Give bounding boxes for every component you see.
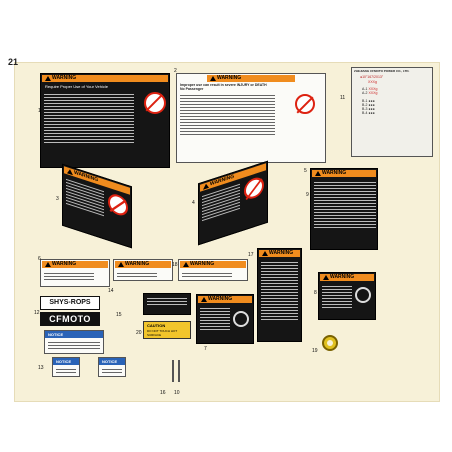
nut-hole-icon [327, 340, 333, 346]
decal-body-text [41, 90, 137, 147]
notice-body-text [99, 365, 125, 376]
id-plate-date: ●10"167/2013" [360, 75, 384, 79]
id-plate-row: B-3 ●●● [362, 107, 375, 111]
id-plate-row: A-2 XXXg [362, 91, 378, 95]
decal-warning-header: WARNING [115, 261, 171, 268]
decal-heading: Require Proper Use of Your Vehicle [45, 84, 108, 89]
decal-body-text [258, 258, 301, 324]
decal-body-text [319, 282, 355, 312]
callout-20: 20 [136, 330, 142, 336]
callout-17: 17 [248, 252, 254, 258]
callout-8: 8 [314, 290, 317, 296]
decal-caution-small: WARNING [40, 259, 110, 287]
id-plate-row: B-2 ●●● [362, 103, 375, 107]
notice-header: NOTICE [53, 358, 79, 365]
decal-warning-header: WARNING [207, 75, 295, 82]
decal-warning-header: WARNING [312, 170, 376, 177]
notice-body-text [45, 338, 103, 353]
no-passenger-icon [108, 191, 128, 219]
id-plate-maker: ZHEJIANG CFMOTO POWER CO., LTD. [354, 69, 410, 73]
decal-warning-header: WARNING [259, 250, 300, 257]
rivet-icon [172, 360, 174, 382]
callout-4: 4 [192, 200, 195, 206]
callout-12: 12 [34, 310, 40, 316]
id-plate-row: A-1 XXXg [362, 87, 378, 91]
no-passenger-icon [244, 174, 264, 202]
decal-body-text [144, 294, 190, 309]
callout-7: 7 [204, 346, 207, 352]
decal-passenger-care: WARNING [318, 272, 376, 320]
decal-line1: Improper use can result in severe INJURY… [180, 83, 267, 87]
notice-header: NOTICE [45, 331, 103, 338]
decal-hand-warning: WARNING [196, 294, 254, 344]
decal-warning-header: WARNING [320, 274, 374, 281]
callout-3: 3 [56, 196, 59, 202]
id-plate-row: B-1 ●●● [362, 99, 375, 103]
decal-warning-header: WARNING [42, 75, 168, 82]
no-under-16-icon [144, 92, 166, 114]
decal-rider-warning: WARNING [310, 168, 378, 250]
callout-1: 1 [38, 108, 41, 114]
callout-13: 13 [38, 365, 44, 371]
decal-body-text [114, 269, 160, 280]
notice-decal-small-2: NOTICE [98, 357, 126, 377]
callout-15: 15 [116, 312, 122, 318]
seatbelt-icon [233, 311, 249, 327]
decal-warning-header: WARNING [42, 261, 108, 268]
decal-body-text [41, 269, 97, 284]
rivet-icon [178, 360, 180, 382]
decal-warning-header: WARNING [198, 296, 252, 303]
decal-caution-word: CAUTION [147, 323, 166, 328]
logo-cfmoto: CFMOTO [40, 312, 100, 326]
callout-18: 18 [172, 262, 178, 268]
decal-improper-use: WARNING Improper use can result in sever… [176, 73, 326, 163]
decal-warning-header: WARNING [180, 261, 246, 268]
no-passenger-icon [295, 94, 315, 114]
callout-2: 2 [174, 68, 177, 74]
callout-11: 11 [340, 95, 346, 101]
callout-19: 19 [312, 348, 318, 354]
seatbelt-icon [355, 287, 371, 303]
callout-16: 16 [160, 390, 166, 396]
notice-decal-small-1: NOTICE [52, 357, 80, 377]
decal-caution-text: DO NOT TOUCH HOT SURFACE [147, 329, 178, 337]
callout-14: 14 [108, 288, 114, 294]
callout-9: 9 [306, 192, 309, 198]
notice-body-text [53, 365, 79, 376]
notice-header: NOTICE [99, 358, 125, 365]
notice-decal-large: NOTICE [44, 330, 104, 354]
decal-rollover: WARNING [257, 248, 302, 342]
id-plate-stars: XXXg [368, 80, 377, 84]
decal-body-text [197, 304, 233, 334]
decal-hot-surface: WARNING [178, 259, 248, 281]
callout-10: 10 [174, 390, 180, 396]
id-plate-table: A-1 XXXg A-2 XXXg B-1 ●●● B-2 ●●● B-3 ●●… [362, 87, 422, 115]
decal-proper-use: WARNING Require Proper Use of Your Vehic… [40, 73, 170, 168]
decal-line2: No Passenger [180, 87, 204, 91]
callout-5: 5 [304, 168, 307, 174]
logo-shys-rops: SHYS-ROPS [40, 296, 100, 310]
id-plate: ZHEJIANG CFMOTO POWER CO., LTD. ●10"167/… [351, 67, 433, 157]
decal-burn-warning: WARNING [113, 259, 173, 281]
decal-caution-yellow: CAUTION DO NOT TOUCH HOT SURFACE [143, 321, 191, 339]
callout-6: 6 [38, 256, 41, 262]
decal-body-text [177, 91, 278, 139]
decal-body-text [179, 269, 235, 280]
page-number: 21 [8, 57, 19, 67]
decal-control-label [143, 293, 191, 315]
id-plate-row: B-4 ●●● [362, 111, 375, 115]
decal-body-text [311, 178, 377, 232]
